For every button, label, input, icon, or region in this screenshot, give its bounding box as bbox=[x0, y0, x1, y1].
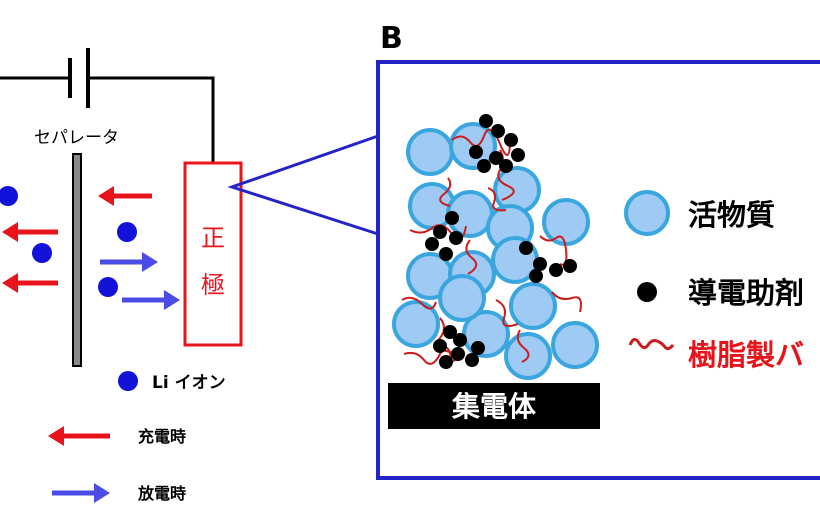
zoom-lines bbox=[227, 134, 379, 236]
active-material-particle bbox=[509, 282, 557, 330]
conductive-agent-particle bbox=[471, 341, 485, 355]
legend-binder-label: 樹脂製バ bbox=[688, 338, 804, 372]
discharge-arrow bbox=[100, 252, 158, 272]
current-collector-label: 集電体 bbox=[451, 390, 537, 423]
conductive-agent-particle bbox=[563, 259, 577, 273]
current-collector bbox=[388, 383, 600, 429]
charge-arrow bbox=[98, 186, 152, 206]
charge-arrow bbox=[2, 273, 58, 293]
charge-arrows bbox=[2, 186, 152, 293]
separator-label: セパレータ bbox=[34, 128, 119, 148]
binder-strand bbox=[465, 239, 478, 275]
conductive-agent-particle bbox=[489, 151, 503, 165]
legend-conductive-agent-icon bbox=[637, 282, 657, 302]
conductive-agent-particle bbox=[519, 241, 533, 255]
conductive-agent-particle bbox=[491, 124, 505, 138]
electrode-structure bbox=[392, 114, 599, 380]
panel-label: B bbox=[380, 21, 403, 56]
li-ion bbox=[98, 277, 118, 297]
active-material-particle bbox=[542, 198, 590, 246]
legend-discharge-label: 放電時 bbox=[137, 484, 186, 503]
conductive-agent-particle bbox=[499, 159, 513, 173]
binder-strand bbox=[551, 291, 582, 313]
conductive-agent-particle bbox=[504, 133, 518, 147]
conductive-agent-particle bbox=[511, 148, 525, 162]
conductive-agent-particle bbox=[465, 353, 479, 367]
discharge-arrow bbox=[122, 290, 180, 310]
li-ion bbox=[0, 186, 18, 206]
conductive-agent-particle bbox=[533, 257, 547, 271]
conductive-agent-particle bbox=[445, 211, 459, 225]
conductive-agent-particle bbox=[469, 145, 483, 159]
legend-charge-arrow bbox=[48, 426, 110, 446]
legend-conductive-agent-label: 導電助剤 bbox=[688, 276, 804, 310]
conductive-agent-particle bbox=[529, 269, 543, 283]
legend-li-ion-label: Li イオン bbox=[152, 373, 226, 393]
discharge-arrows bbox=[100, 252, 180, 310]
cathode-label-top: 正 bbox=[201, 224, 225, 252]
binder-strand bbox=[495, 299, 519, 327]
conductive-agent-particle bbox=[453, 333, 467, 347]
conductive-agent-particle bbox=[451, 347, 465, 361]
conductive-agent-particle bbox=[443, 325, 457, 339]
binder-strand bbox=[401, 296, 437, 310]
li-ions bbox=[0, 186, 137, 297]
legend-active-material-label: 活物質 bbox=[688, 198, 775, 232]
li-ion bbox=[32, 243, 52, 263]
legend-charge-label: 充電時 bbox=[138, 427, 186, 446]
cathode-label-bottom: 極 bbox=[201, 271, 225, 299]
li-ion bbox=[117, 222, 137, 242]
active-material-particle bbox=[392, 300, 440, 348]
binder-strand bbox=[451, 128, 511, 156]
legend-binder-icon bbox=[628, 338, 675, 351]
active-material-particle bbox=[406, 128, 454, 176]
separator bbox=[72, 153, 82, 367]
conductive-particles bbox=[425, 114, 577, 369]
binder-strand bbox=[403, 346, 453, 365]
legend-discharge-arrow bbox=[52, 483, 110, 503]
charge-arrow bbox=[2, 222, 58, 242]
conductive-agent-particle bbox=[549, 263, 563, 277]
legend-li-ion-dot bbox=[118, 371, 138, 391]
active-material-particle bbox=[438, 274, 486, 322]
conductive-agent-particle bbox=[449, 231, 463, 245]
active-material-particle bbox=[551, 321, 599, 369]
conductive-agent-particle bbox=[439, 247, 453, 261]
binder-strand bbox=[439, 177, 452, 207]
cathode-box bbox=[183, 161, 243, 347]
conductive-agent-particle bbox=[433, 225, 447, 239]
circuit-wire-right bbox=[90, 76, 215, 163]
binder-strand bbox=[487, 187, 507, 212]
legend-active-material-icon bbox=[624, 190, 670, 236]
conductive-agent-particle bbox=[479, 114, 493, 128]
binder-strand bbox=[516, 329, 530, 363]
conductive-agent-particle bbox=[425, 237, 439, 251]
conductive-agent-particle bbox=[477, 159, 491, 173]
conductive-agent-particle bbox=[439, 355, 453, 369]
conductive-agent-particle bbox=[433, 339, 447, 353]
panel-border bbox=[376, 60, 820, 480]
